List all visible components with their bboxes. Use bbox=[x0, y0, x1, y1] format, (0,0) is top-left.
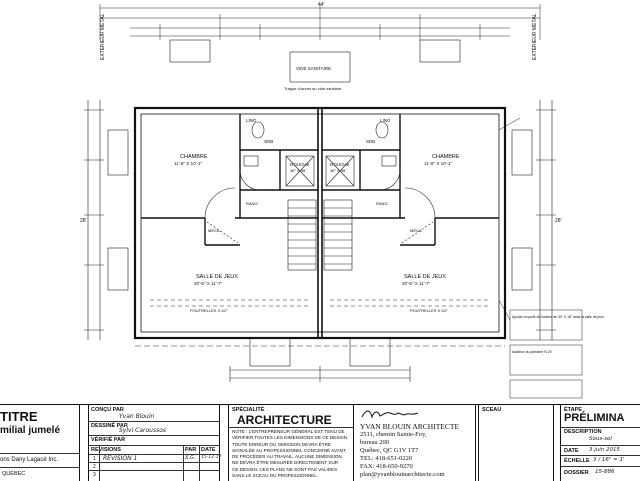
dimension-total: 44' bbox=[318, 2, 325, 8]
firm-fax: FAX: 418-650-9270 bbox=[360, 463, 413, 470]
firm-email[interactable]: plan@yvanblouinarchitecte.com bbox=[360, 471, 445, 478]
top-note: Trappe d'accès au vide sanitaire bbox=[284, 86, 342, 91]
right-douche-dim: 36" X 36" bbox=[330, 168, 347, 173]
left-side-dimension: 28' bbox=[80, 218, 87, 224]
right-chambre-dim: 11'-8" X 10'-1" bbox=[424, 161, 452, 166]
date-value: 3 juin 2015 bbox=[589, 447, 621, 453]
firm-address-3: Québec, QC G1V 1T7 bbox=[360, 447, 419, 454]
description-label: DESCRIPTION bbox=[564, 429, 602, 435]
dessine-par-label: DESSINÉ PAR bbox=[91, 423, 128, 429]
right-ling-label: LING bbox=[380, 118, 391, 123]
sceau-label: SCEAU bbox=[482, 407, 502, 413]
location: QUÉBEC bbox=[2, 471, 26, 477]
date-label: DATE bbox=[201, 447, 216, 453]
dossier-value: 15-886 bbox=[595, 469, 615, 475]
title-block: TITRE milial jumelé ons Dany Lagacé Inc.… bbox=[0, 404, 640, 481]
firm-cell: YVAN BLOUIN ARCHITECTE 2511, chemin Sain… bbox=[356, 405, 476, 481]
drawing-title: TITRE bbox=[0, 409, 38, 424]
right-note-2: Isolation du plancher R-20 bbox=[512, 350, 552, 354]
stage-cell: ÉTAPE PRÉLIMINA DESCRIPTION Sous-sol DAT… bbox=[560, 405, 640, 481]
left-chambre-label: CHAMBRE bbox=[180, 154, 208, 160]
drawing-subtitle: milial jumelé bbox=[0, 425, 61, 436]
firm-address-2: bureau 200 bbox=[360, 439, 390, 446]
par-label: PAR bbox=[185, 447, 197, 453]
description-value: Sous-sol bbox=[589, 436, 612, 442]
exterior-wall-label-left: EXTÉRIEUR MÉTAL bbox=[99, 13, 106, 60]
architect-signature bbox=[361, 410, 419, 419]
firm-address-1: 2511, chemin Sainte-Foy, bbox=[360, 431, 427, 438]
right-poutrelle-label: POUTRELLES 9 1/2" bbox=[410, 308, 448, 313]
left-salle-label: SALLE DE JEUX bbox=[196, 274, 238, 280]
echelle-value: 3 / 16" = 1' bbox=[593, 457, 625, 463]
seal-cell: SCEAU bbox=[478, 405, 554, 481]
revision-1-date: 15-12-17 bbox=[201, 455, 222, 460]
verifie-par-label: VÉRIFIÉ PAR bbox=[91, 437, 126, 443]
left-salle-dim: 20'-6" X 11'-7" bbox=[194, 281, 222, 286]
echelle-label: ÉCHELLE bbox=[564, 458, 590, 464]
right-note-1: Ajouter un puits de lumière de 30" X 18"… bbox=[512, 315, 604, 319]
firm-tel: TEL: 418-651-0220 bbox=[360, 455, 413, 462]
concu-par-label: CONÇU PAR bbox=[91, 407, 124, 413]
floor-plan: EXTÉRIEUR MÉTAL EXTÉRIEUR MÉTAL 44' VIDE… bbox=[80, 2, 604, 399]
left-douche-label: DOUCHE bbox=[290, 162, 310, 167]
revision-1: RÉVISION 1 bbox=[103, 455, 138, 462]
left-ling-label: LING bbox=[246, 118, 257, 123]
specialite-label: SPÉCIALITÉ bbox=[232, 407, 265, 413]
right-sdb-label: SDB bbox=[366, 139, 375, 144]
people-revisions-cell: CONÇU PAR Yvan Blouin DESSINÉ PAR Sylvi … bbox=[88, 405, 222, 481]
general-note: NOTE : L'ENTREPRENEUR GÉNÉRAL EST TENU D… bbox=[232, 429, 349, 479]
left-douche-dim: 36" X 36" bbox=[290, 168, 307, 173]
dossier-label: DOSSIER bbox=[564, 470, 589, 476]
right-meca-label: MÉCA. bbox=[410, 228, 423, 233]
revision-1-by: X.G. bbox=[185, 455, 196, 461]
left-chambre-dim: 11'-8" X 10'-1" bbox=[174, 161, 202, 166]
client-name: ons Dany Lagacé Inc. bbox=[0, 457, 59, 463]
specialite-value: ARCHITECTURE bbox=[237, 413, 332, 427]
right-salle-dim: 20'-6" X 11'-7" bbox=[402, 281, 430, 286]
right-side-dimension: 28' bbox=[555, 218, 562, 224]
concu-par-value: Yvan Blouin bbox=[119, 413, 155, 420]
left-sdb-label: SDB bbox=[264, 139, 273, 144]
date-label-2: DATE bbox=[564, 448, 579, 454]
specialty-cell: SPÉCIALITÉ ARCHITECTURE NOTE : L'ENTREPR… bbox=[228, 405, 354, 481]
firm-name: YVAN BLOUIN ARCHITECTE bbox=[360, 422, 460, 431]
etape-label: ÉTAPE bbox=[564, 407, 582, 413]
vide-sanitaire-label: VIDE SANITAIRE bbox=[296, 66, 331, 71]
left-rang-label: RANG. bbox=[246, 201, 259, 206]
right-salle-label: SALLE DE JEUX bbox=[404, 274, 446, 280]
title-cell: TITRE milial jumelé ons Dany Lagacé Inc.… bbox=[0, 405, 80, 481]
right-douche-label: DOUCHE bbox=[330, 162, 350, 167]
right-chambre-label: CHAMBRE bbox=[432, 154, 460, 160]
dessine-par-value: Sylvi Caroussos bbox=[119, 427, 167, 434]
exterior-wall-label-right: EXTÉRIEUR MÉTAL bbox=[531, 13, 538, 60]
left-meca-label: MÉCA. bbox=[208, 228, 221, 233]
right-rang-label: RANG. bbox=[376, 201, 389, 206]
revisions-label: REVISIONS bbox=[91, 447, 121, 453]
etape-value: PRÉLIMINA bbox=[564, 412, 625, 424]
left-poutrelle-label: POUTRELLES 9 1/2" bbox=[190, 308, 228, 313]
